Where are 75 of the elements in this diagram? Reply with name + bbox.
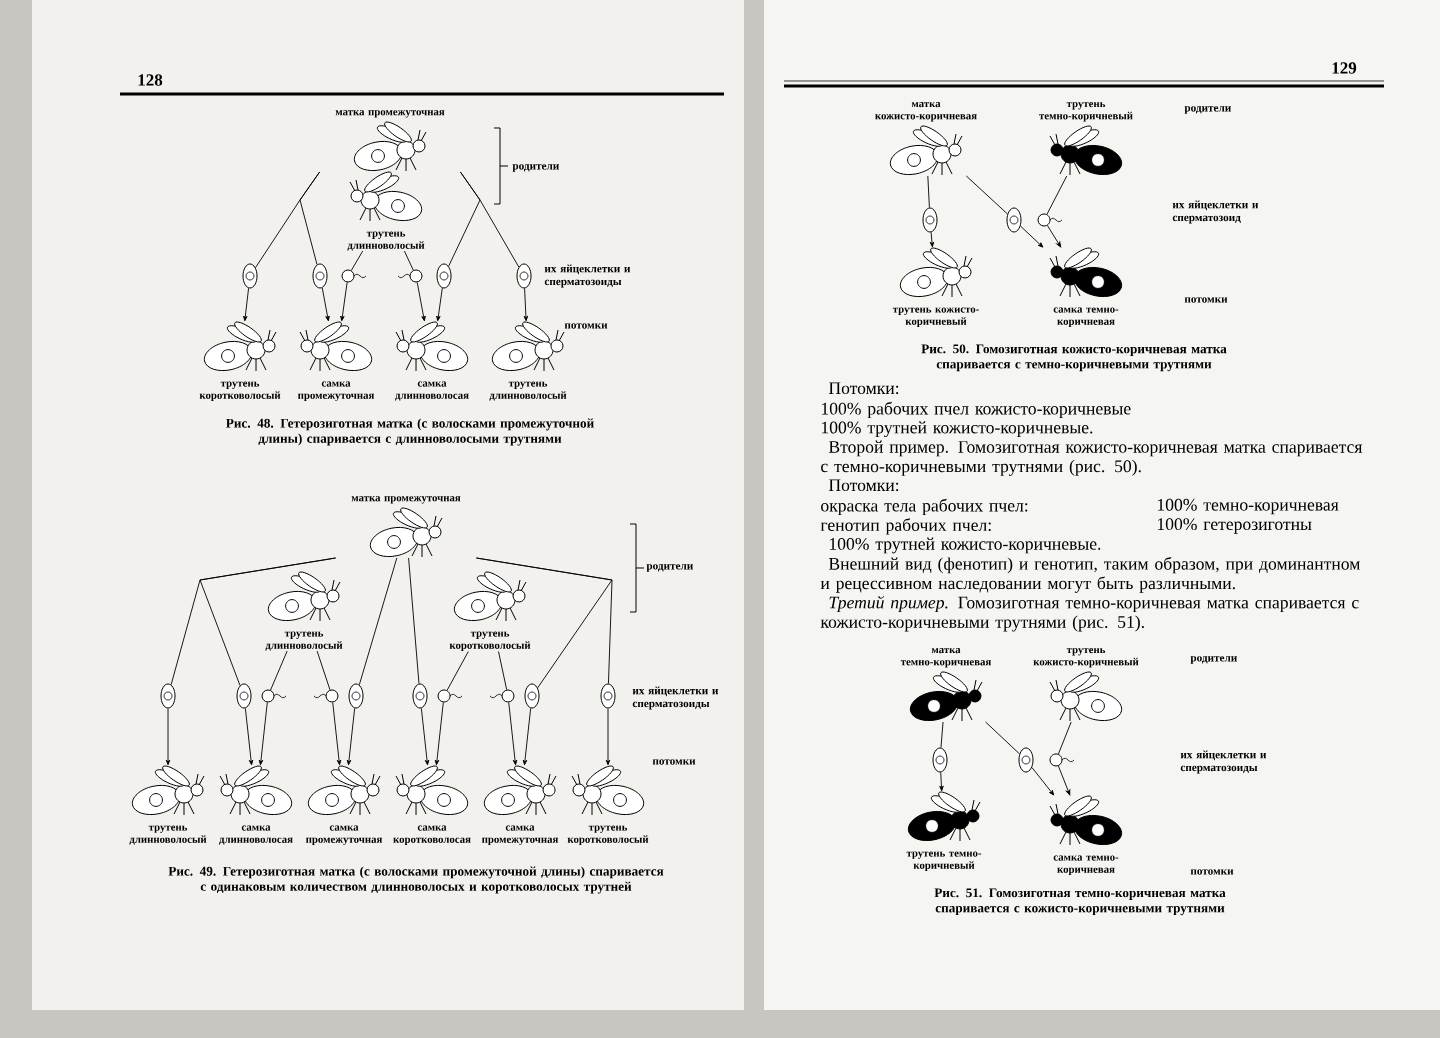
- paragraph: Третий пример. Гомозиготная темно-коричневая матка спаривается с кожисто-коричневыми трутнями (рис. 51).: [820, 595, 1359, 632]
- connector-line: [270, 650, 288, 691]
- paragraph: Потомки:: [828, 479, 899, 492]
- connector-line: [522, 707, 532, 766]
- connector-line: [199, 557, 337, 686]
- sperm-cell: [1037, 213, 1063, 227]
- connector-line: [299, 171, 321, 265]
- connector-line: [434, 702, 444, 766]
- connector-line: [1057, 765, 1071, 796]
- egg-cell: [524, 683, 540, 709]
- connector-line: [416, 281, 426, 322]
- connector-line: [243, 287, 250, 322]
- egg-cell: [412, 683, 428, 709]
- paragraph: Потомки:: [828, 382, 899, 395]
- connector-line: [446, 651, 469, 691]
- connector-line: [939, 771, 944, 792]
- connector-line: [165, 708, 171, 766]
- egg-cell: [922, 207, 938, 233]
- paragraph: 100% трутней кожисто-коричневые.: [821, 421, 1093, 438]
- connector-line: [1020, 225, 1044, 248]
- sperm-cell: [261, 689, 287, 703]
- egg-cell: [932, 747, 948, 773]
- egg-cell: [1018, 747, 1034, 773]
- connector-line: [408, 557, 420, 685]
- egg-cell: [516, 263, 532, 289]
- page-number: 128: [138, 74, 163, 86]
- connector-line: [350, 250, 364, 271]
- sperm-cell: [437, 689, 463, 703]
- connector-line: [316, 650, 331, 691]
- sperm-cell: [1049, 753, 1075, 767]
- connector-line: [340, 282, 348, 322]
- paragraph: 100% темно-коричневая: [1157, 498, 1339, 515]
- paragraph: 100% трутней кожисто-коричневые.: [829, 537, 1101, 554]
- connector-line: [1057, 721, 1072, 755]
- egg-cell: [348, 683, 364, 709]
- connector-line: [1047, 225, 1062, 248]
- connector-line: [459, 171, 520, 268]
- sperm-cell: [313, 689, 339, 703]
- connector-line: [927, 175, 930, 208]
- paragraph: Второй пример. Гомозиготная кожисто-коричневая матка спаривается с темно-коричневыми трутнями (рис. 50).: [821, 440, 1363, 476]
- paragraph: Внешний вид (фенотип) и генотип, таким образом, при доминантном и рецессивном наследовании могут быть различными.: [820, 557, 1360, 593]
- egg-cell: [436, 263, 452, 289]
- sperm-cell: [489, 689, 515, 703]
- egg-cell: [242, 263, 258, 289]
- sperm-cell: [397, 269, 423, 283]
- connector-line: [258, 702, 268, 766]
- egg-cell: [160, 683, 176, 709]
- connector-line: [498, 651, 508, 691]
- connector-line: [965, 175, 1008, 215]
- connector-line: [321, 287, 330, 322]
- connector-line: [940, 721, 944, 749]
- connector-line: [436, 287, 443, 322]
- egg-cell: [312, 263, 328, 289]
- connector-line: [985, 721, 1020, 755]
- page-number: 129: [1332, 62, 1357, 74]
- paragraph: генотип рабочих пчел:: [820, 518, 991, 535]
- connector-line: [523, 288, 529, 322]
- egg-cell: [236, 683, 252, 709]
- connector-line: [1031, 767, 1055, 796]
- paragraph: окраска тела рабочих пчел:: [821, 498, 1028, 516]
- paragraph: 100% рабочих пчел кожисто-коричневые: [821, 401, 1131, 419]
- connector-line: [605, 708, 611, 766]
- connector-line: [403, 250, 414, 271]
- connector-line: [244, 707, 254, 766]
- connector-line: [358, 557, 398, 686]
- connector-line: [508, 702, 518, 766]
- paragraph: 100% гетерозиготны: [1157, 518, 1312, 534]
- egg-cell: [1006, 207, 1022, 233]
- connector-line: [1046, 175, 1068, 215]
- sperm-cell: [341, 269, 367, 283]
- connector-line: [332, 702, 342, 766]
- connector-line: [420, 707, 430, 766]
- connector-line: [929, 231, 935, 248]
- egg-cell: [600, 683, 616, 709]
- connector-line: [346, 707, 356, 766]
